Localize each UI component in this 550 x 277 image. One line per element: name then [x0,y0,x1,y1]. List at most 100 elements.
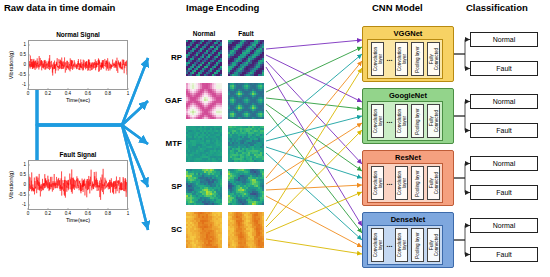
pixel [198,66,200,68]
pixel [254,87,256,89]
pixel [260,44,262,46]
pixel [232,117,234,119]
pixel [214,74,216,76]
pixel [248,101,250,103]
pixel [254,89,256,91]
pixel [200,97,202,99]
pixel [220,117,222,119]
pixel [248,93,250,95]
pixel [254,54,256,56]
pixel [256,99,258,101]
pixel [252,62,254,64]
pixel [208,68,210,70]
pixel [208,105,210,107]
pixel [258,66,260,68]
pixel [254,109,256,111]
pixel [214,52,216,54]
pixel [258,48,260,50]
pixel [188,142,190,144]
pixel [234,99,236,101]
pixel [198,148,200,150]
pixel [234,115,236,117]
pixel [202,130,204,132]
pixel [258,54,260,56]
pixel [210,146,212,148]
pixel [192,40,194,42]
pixel [210,64,212,66]
pixel [194,152,196,154]
pixel [250,146,252,148]
pixel [214,62,216,64]
pixel [256,44,258,46]
encoding-image-pair: RP [148,40,266,76]
pixel [230,91,232,93]
pixel [208,44,210,46]
pixel [218,85,220,87]
connector [454,54,470,69]
pixel [196,95,198,97]
pixel [212,85,214,87]
pixel [200,115,202,117]
pixel [202,91,204,93]
pixel [210,54,212,56]
pixel [204,136,206,138]
pixel [198,54,200,56]
pixel [234,130,236,132]
pixel [250,72,252,74]
pixel [228,140,230,142]
pixel [212,64,214,66]
pixel [216,107,218,109]
pixel [218,62,220,64]
pixel [232,64,234,66]
pixel [228,40,230,42]
pixel [216,70,218,72]
pixel [240,128,242,130]
pixel [248,113,250,115]
pixel [256,68,258,70]
pixel [238,85,240,87]
pixel [260,158,262,160]
pixel [214,64,216,66]
pixel [252,44,254,46]
pixel [204,54,206,56]
pixel [254,56,256,58]
pixel [228,117,230,119]
pixel [212,83,214,85]
pixel [250,136,252,138]
pixel [190,158,192,160]
pixel [252,146,254,148]
pixel [256,54,258,56]
pixel [234,85,236,87]
pixel [234,146,236,148]
pixel [216,140,218,142]
pixel [246,136,248,138]
pixel [248,138,250,140]
pixel [192,54,194,56]
pixel [216,103,218,105]
pixel [234,68,236,70]
pixel [230,103,232,105]
pixel [250,117,252,119]
pixel [194,140,196,142]
pixel [256,50,258,52]
pixel [192,83,194,85]
pixel [248,44,250,46]
pixel [210,142,212,144]
pixel [186,128,188,130]
pixel [250,111,252,113]
pixel [230,140,232,142]
pixel [206,50,208,52]
pixel [188,60,190,62]
pixel [254,58,256,60]
pixel [238,130,240,132]
pixel [230,146,232,148]
pixel [208,101,210,103]
pixel [194,158,196,160]
pixel [256,58,258,60]
pixel [202,152,204,154]
pixel [198,132,200,134]
pixel [238,136,240,138]
pixel [216,68,218,70]
pixel [212,89,214,91]
pixel [248,85,250,87]
